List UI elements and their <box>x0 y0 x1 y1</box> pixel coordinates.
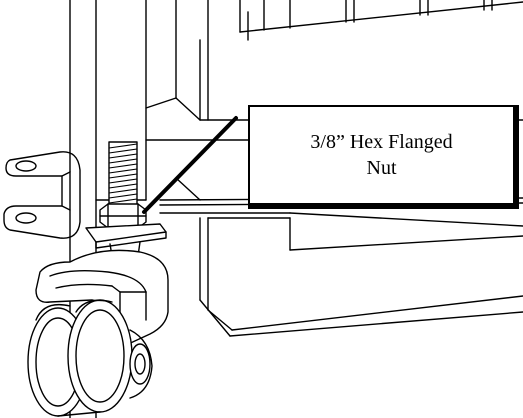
hex-flanged-nut <box>85 203 167 257</box>
mounting-bracket <box>3 151 81 239</box>
caster-wheels <box>27 299 153 417</box>
callout-leader-line <box>142 116 238 214</box>
callout-box: 3/8” Hex Flanged Nut <box>248 105 519 209</box>
callout-label: 3/8” Hex Flanged Nut <box>310 131 453 179</box>
threaded-stud <box>108 141 138 207</box>
